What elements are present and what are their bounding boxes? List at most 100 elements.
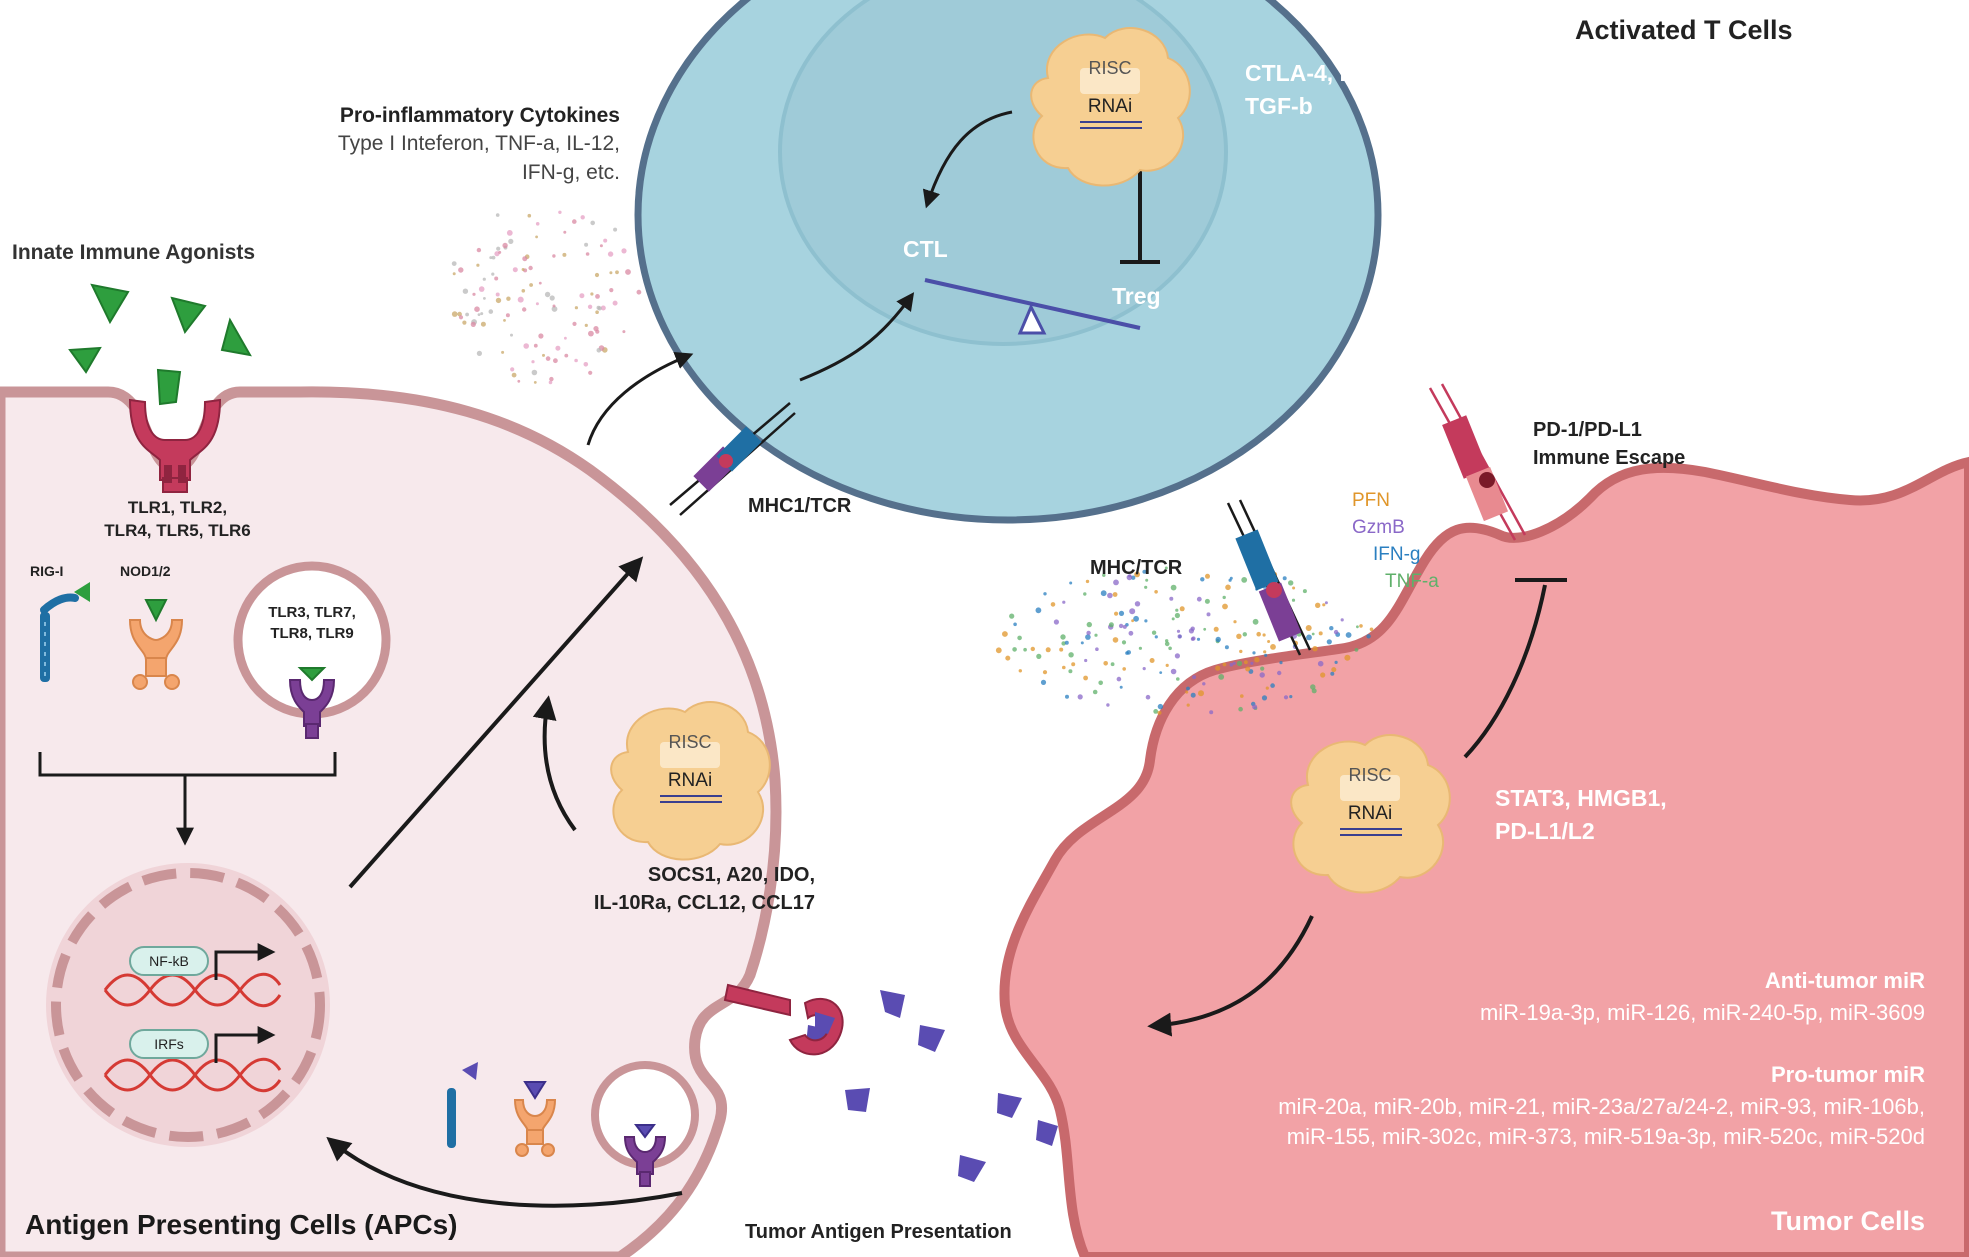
molecule-dot (1209, 710, 1214, 715)
molecule-dot (1270, 683, 1275, 688)
molecule-dot (1144, 585, 1148, 589)
molecule-dot (574, 306, 579, 310)
molecule-dot (1126, 574, 1133, 581)
molecule-dot (1366, 634, 1371, 639)
molecule-dot (1013, 622, 1017, 627)
molecule-dot (590, 292, 594, 296)
molecule-dot (1215, 636, 1221, 643)
molecule-dot (1157, 710, 1162, 715)
molecule-dot (535, 222, 540, 226)
molecule-dot (1145, 694, 1151, 700)
lower-endosome (591, 1061, 699, 1169)
molecule-dot (1176, 677, 1180, 681)
molecule-dot (1241, 577, 1248, 583)
molecule-dot (1288, 580, 1294, 586)
molecule-dot (1165, 663, 1169, 668)
molecule-dot (580, 215, 585, 220)
molecule-dot (1045, 647, 1051, 653)
molecule-dot (1112, 637, 1119, 643)
molecule-dot (596, 305, 601, 310)
molecule-dot (505, 313, 510, 318)
molecule-dot (1174, 612, 1180, 619)
molecule-dot (1334, 660, 1338, 665)
molecule-dot (609, 288, 614, 293)
activated-t-cells-title: Activated T Cells (1575, 15, 1793, 45)
molecule-dot (1215, 665, 1221, 671)
molecule-dot (491, 255, 496, 260)
molecule-dot (1204, 598, 1210, 604)
molecule-dot (1236, 660, 1243, 667)
molecule-dot (622, 330, 626, 334)
molecule-dot (1121, 640, 1127, 645)
molecule-dot (1144, 619, 1148, 623)
molecule-dot (527, 213, 532, 218)
molecule-dot (1009, 613, 1015, 619)
molecule-dot (1222, 662, 1227, 667)
molecule-dot (1179, 606, 1185, 612)
apc-nucleus (46, 863, 330, 1147)
molecule-dot (1218, 674, 1225, 680)
balance-beam (924, 278, 1141, 330)
molecule-dot (1186, 703, 1190, 707)
molecule-dot (495, 297, 502, 304)
apc-title: Antigen Presenting Cells (APCs) (25, 1209, 458, 1240)
risc-tcell-label: RISC (1088, 58, 1132, 78)
converge-bracket (38, 752, 337, 777)
molecule-dot (531, 369, 538, 376)
molecule-dot (1129, 608, 1136, 615)
molecule-dot (535, 302, 539, 306)
molecule-dot (594, 272, 600, 278)
molecule-dot (1292, 586, 1296, 590)
molecule-dot (1262, 633, 1266, 637)
molecule-dot (544, 291, 551, 298)
molecule-dot (1071, 662, 1076, 667)
tumor-mir-arrow (1147, 915, 1314, 1037)
molecule-dot (1232, 661, 1236, 665)
molecule-dot (478, 286, 485, 292)
pd1-pdl1-complex (1428, 383, 1527, 541)
molecule-dot (1119, 685, 1123, 689)
molecule-dot (1042, 670, 1048, 675)
mhc-tcr-complex (1226, 499, 1312, 656)
molecule-dot (593, 326, 599, 332)
rnai-apc-label: RNAi (667, 770, 713, 791)
molecule-dot (1356, 625, 1359, 629)
molecule-dot (1322, 603, 1326, 607)
molecule-dot (1244, 660, 1248, 665)
molecule-dot (1103, 661, 1108, 666)
molecule-dot (1142, 667, 1146, 671)
nfkb-pill (129, 946, 209, 976)
molecule-dot (489, 256, 493, 260)
molecule-dot (1340, 618, 1344, 622)
molecule-dot (1224, 645, 1229, 650)
effector-gzmb: GzmB (1352, 517, 1405, 538)
molecule-dot (551, 306, 558, 312)
activation-arrow (348, 556, 644, 889)
molecule-dot (1324, 601, 1328, 605)
endosome-tlr-label-2: TLR8, TLR9 (270, 625, 354, 642)
membrane-cross-arrow (586, 351, 694, 446)
molecule-dot (1002, 631, 1008, 637)
molecule-dot (458, 315, 464, 320)
molecule-dot (1157, 703, 1164, 710)
molecule-dot (511, 372, 517, 378)
molecule-dot (488, 309, 494, 314)
molecule-dot (1252, 704, 1258, 710)
molecule-dot (1326, 639, 1332, 645)
molecule-dot (552, 304, 556, 308)
molecule-dot (496, 246, 501, 251)
molecule-dot (1250, 661, 1254, 665)
molecule-dot (452, 272, 456, 276)
molecule-dot (1261, 695, 1268, 701)
molecule-dot (1061, 641, 1066, 646)
molecule-dot (588, 370, 593, 375)
molecule-dot (1263, 650, 1267, 654)
molecule-dot (574, 358, 578, 363)
molecule-dot (558, 210, 562, 214)
molecule-dot (1267, 640, 1271, 643)
mhc1-tcr-complex (669, 402, 796, 516)
molecule-dot (615, 270, 619, 275)
molecule-dot (1098, 680, 1103, 686)
molecule-dot (517, 379, 521, 383)
lower-nod (513, 1081, 557, 1157)
